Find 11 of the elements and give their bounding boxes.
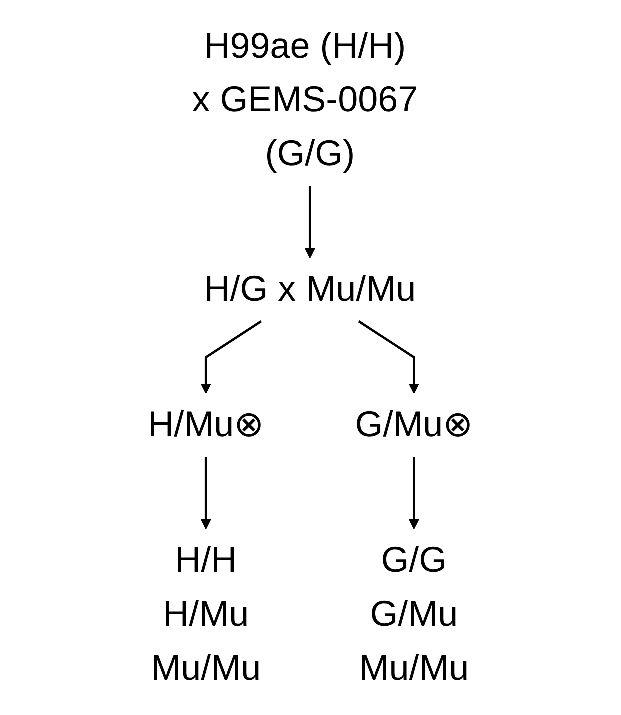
arrow	[200, 457, 212, 530]
node-text: H/H H/Mu Mu/Mu	[151, 540, 261, 688]
arrow	[304, 186, 316, 258]
node-text: H/G x Mu/Mu	[204, 270, 416, 310]
node-text: H/Mu⊗	[148, 405, 264, 446]
arrow	[408, 457, 420, 530]
node-text: H99ae (H/H) x GEMS-0067 (G/G)	[192, 26, 418, 174]
arrow	[358, 320, 420, 394]
node-text: G/G G/Mu Mu/Mu	[359, 540, 469, 688]
arrow	[200, 320, 262, 394]
node-text: G/Mu⊗	[355, 405, 473, 446]
